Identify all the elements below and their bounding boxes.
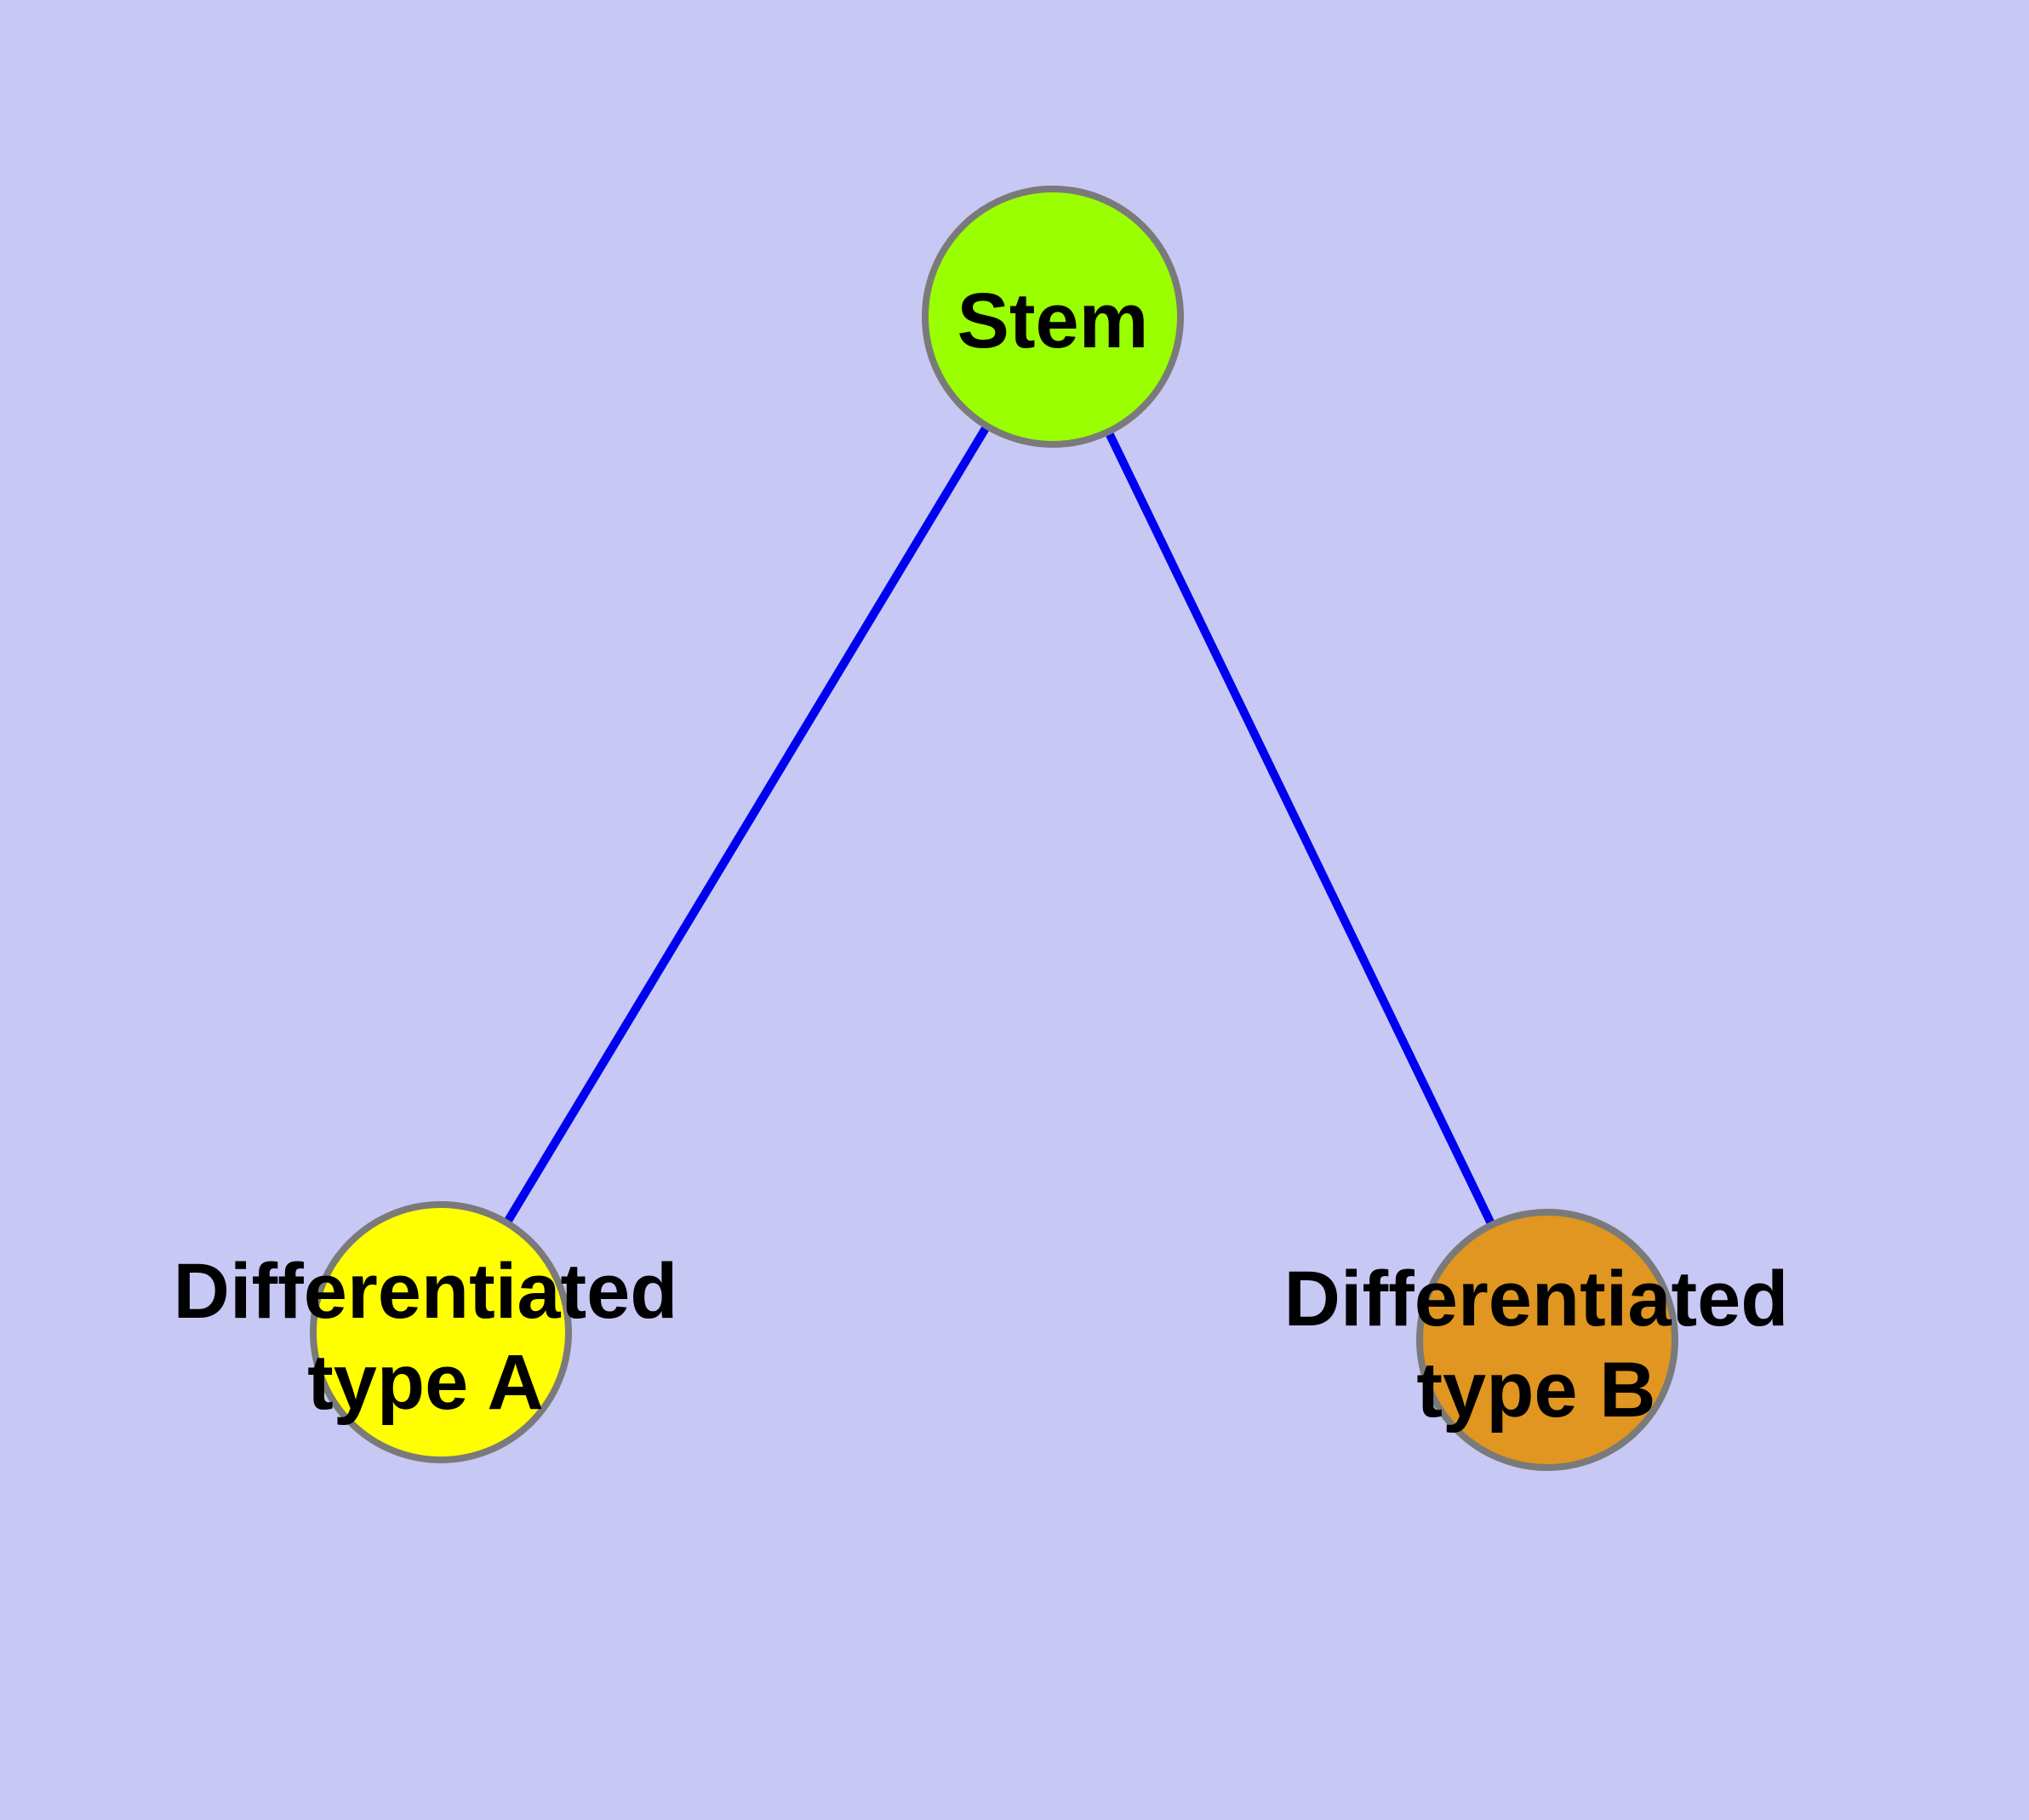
edge-stem-to-type-b: [1049, 314, 1552, 1342]
node-type-b-label-line2: type B: [1416, 1347, 1655, 1434]
edge-stem-to-type-a: [437, 314, 1057, 1335]
node-type-a-label-line1: Differentiated: [174, 1248, 678, 1335]
node-type-a-circle: [310, 1201, 572, 1463]
node-type-b-circle: [1416, 1209, 1678, 1471]
node-type-a-label-line2: type A: [307, 1339, 544, 1426]
node-type-b-label-line1: Differentiated: [1284, 1256, 1789, 1342]
node-stem-label: Stem: [957, 278, 1149, 364]
node-stem-circle: [922, 186, 1184, 448]
